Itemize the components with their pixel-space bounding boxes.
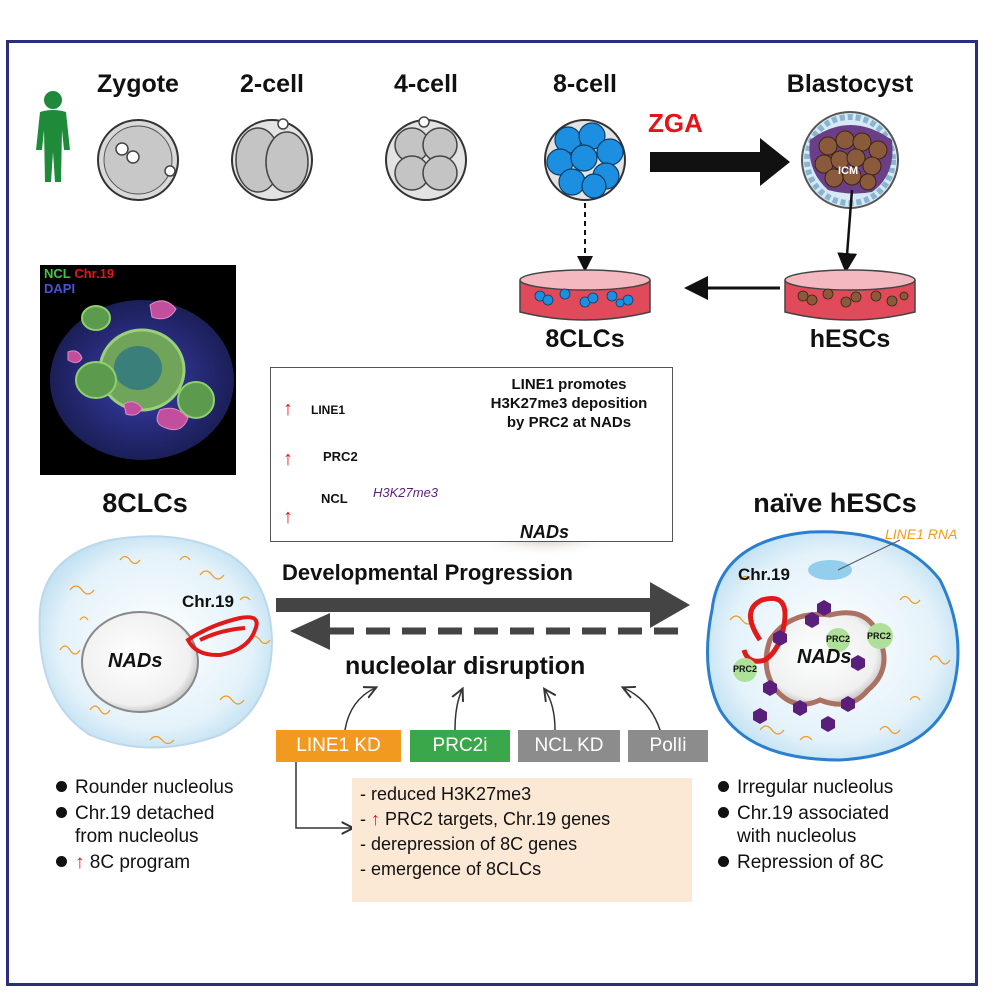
- result-item: - ↑ PRC2 targets, Chr.19 genes: [360, 809, 611, 829]
- bullet-item: Rounder nucleolus: [56, 776, 233, 799]
- blastocyst-label: Blastocyst: [786, 70, 914, 98]
- up-arrow-icon: ↑: [283, 398, 293, 420]
- derivation-arrow: [837, 189, 858, 273]
- four-cell-label: 4-cell: [394, 70, 458, 98]
- human-figure-icon: [36, 91, 70, 182]
- right-bullet-list: Irregular nucleolus Chr.19 associated wi…: [718, 776, 893, 874]
- clc-culture-dish: [519, 269, 651, 321]
- prc2-label: PRC2: [733, 664, 758, 674]
- hesc-culture-dish: [784, 269, 916, 321]
- pol-i-inhibitor-tag: PolIi: [628, 730, 708, 762]
- left-chr19-label: Chr.19: [182, 592, 234, 611]
- bullet-item: Irregular nucleolus: [718, 776, 893, 799]
- bullet-item-cont: with nucleolus: [737, 826, 857, 847]
- right-nads-label: NADs: [797, 646, 852, 668]
- ncl-stain-label: NCL: [44, 266, 71, 281]
- left-nads-label: NADs: [108, 650, 163, 672]
- naive-hesc-cell: [706, 530, 960, 762]
- result-item-text: PRC2 targets, Chr.19 genes: [385, 809, 611, 829]
- inset-prc2-label: PRC2: [323, 449, 358, 464]
- ncl-kd-tag: NCL KD: [518, 730, 620, 762]
- result-item: - reduced H3K27me3: [360, 784, 532, 804]
- micrograph-legend: NCL Chr.19 DAPI: [44, 266, 114, 296]
- blastocyst-embryo: [801, 111, 899, 209]
- nucleolar-disruption-label: nucleolar disruption: [345, 652, 586, 680]
- left-cell-title: 8CLCs: [102, 488, 188, 518]
- result-item: - emergence of 8CLCs: [360, 859, 542, 879]
- inset-title-line1: LINE1 promotes: [511, 376, 627, 393]
- inset-ncl-label: NCL: [321, 491, 348, 506]
- inset-title: LINE1 promotes H3K27me3 deposition by PR…: [470, 375, 668, 432]
- immunofluorescence-micrograph: [40, 265, 236, 475]
- prc2i-tag: PRC2i: [410, 730, 510, 762]
- line1-kd-tag: LINE1 KD: [276, 730, 401, 762]
- bullet-item: ↑ 8C program: [56, 851, 233, 874]
- eight-clc-cell: [38, 535, 274, 749]
- bullet-item: Repression of 8C: [718, 851, 893, 874]
- inset-title-line2: H3K27me3 deposition: [490, 395, 648, 412]
- up-arrow-icon: ↑: [283, 448, 293, 470]
- zygote-embryo: [97, 119, 179, 201]
- four-cell-embryo: [385, 116, 467, 201]
- result-item: - derepression of 8C genes: [360, 834, 578, 854]
- nucleolar-disruption-arrow: [290, 613, 690, 650]
- bullet-item: Chr.19 detached: [56, 802, 233, 825]
- icm-label: ICM: [838, 165, 859, 177]
- perturbation-arrows: [295, 688, 661, 828]
- two-cell-label: 2-cell: [240, 70, 304, 98]
- mechanism-inset: [270, 367, 673, 542]
- dapi-stain-label: DAPI: [44, 281, 76, 296]
- two-cell-embryo: [231, 118, 313, 201]
- up-arrow-icon: ↑: [371, 809, 380, 829]
- bullet-item-cont: from nucleolus: [75, 826, 199, 847]
- prc2-label: PRC2: [826, 634, 851, 644]
- inset-title-line3: by PRC2 at NADs: [506, 414, 632, 431]
- inset-line1-label: LINE1: [311, 403, 346, 417]
- inset-nads-label: NADs: [520, 522, 570, 542]
- zygote-label: Zygote: [97, 70, 179, 98]
- left-bullet-list: Rounder nucleolus Chr.19 detached from n…: [56, 776, 233, 874]
- eight-cell-label: 8-cell: [553, 70, 617, 98]
- developmental-progression-label: Developmental Progression: [282, 560, 573, 585]
- results-box: - reduced H3K27me3 - ↑ PRC2 targets, Chr…: [352, 778, 692, 902]
- up-arrow-icon: ↑: [75, 852, 85, 873]
- line1-rna-label: LINE1 RNA: [885, 526, 958, 542]
- zga-label: ZGA: [648, 108, 703, 138]
- zga-arrow: [650, 138, 790, 186]
- developmental-progression-arrow: [276, 582, 690, 628]
- right-chr19-label: Chr.19: [738, 565, 790, 584]
- eight-cell-embryo: [544, 119, 626, 201]
- clc-dish-label: 8CLCs: [545, 325, 625, 353]
- prc2-label: PRC2: [867, 631, 892, 641]
- bullet-item: Chr.19 associated: [718, 802, 893, 825]
- figure-frame: [6, 40, 978, 986]
- hesc-dish-label: hESCs: [809, 325, 891, 353]
- right-cell-title: naïve hESCs: [753, 488, 917, 518]
- up-arrow-icon: ↑: [283, 506, 293, 528]
- chr19-stain-label: Chr.19: [74, 266, 115, 281]
- inset-h3k27me3-label: H3K27me3: [373, 485, 439, 500]
